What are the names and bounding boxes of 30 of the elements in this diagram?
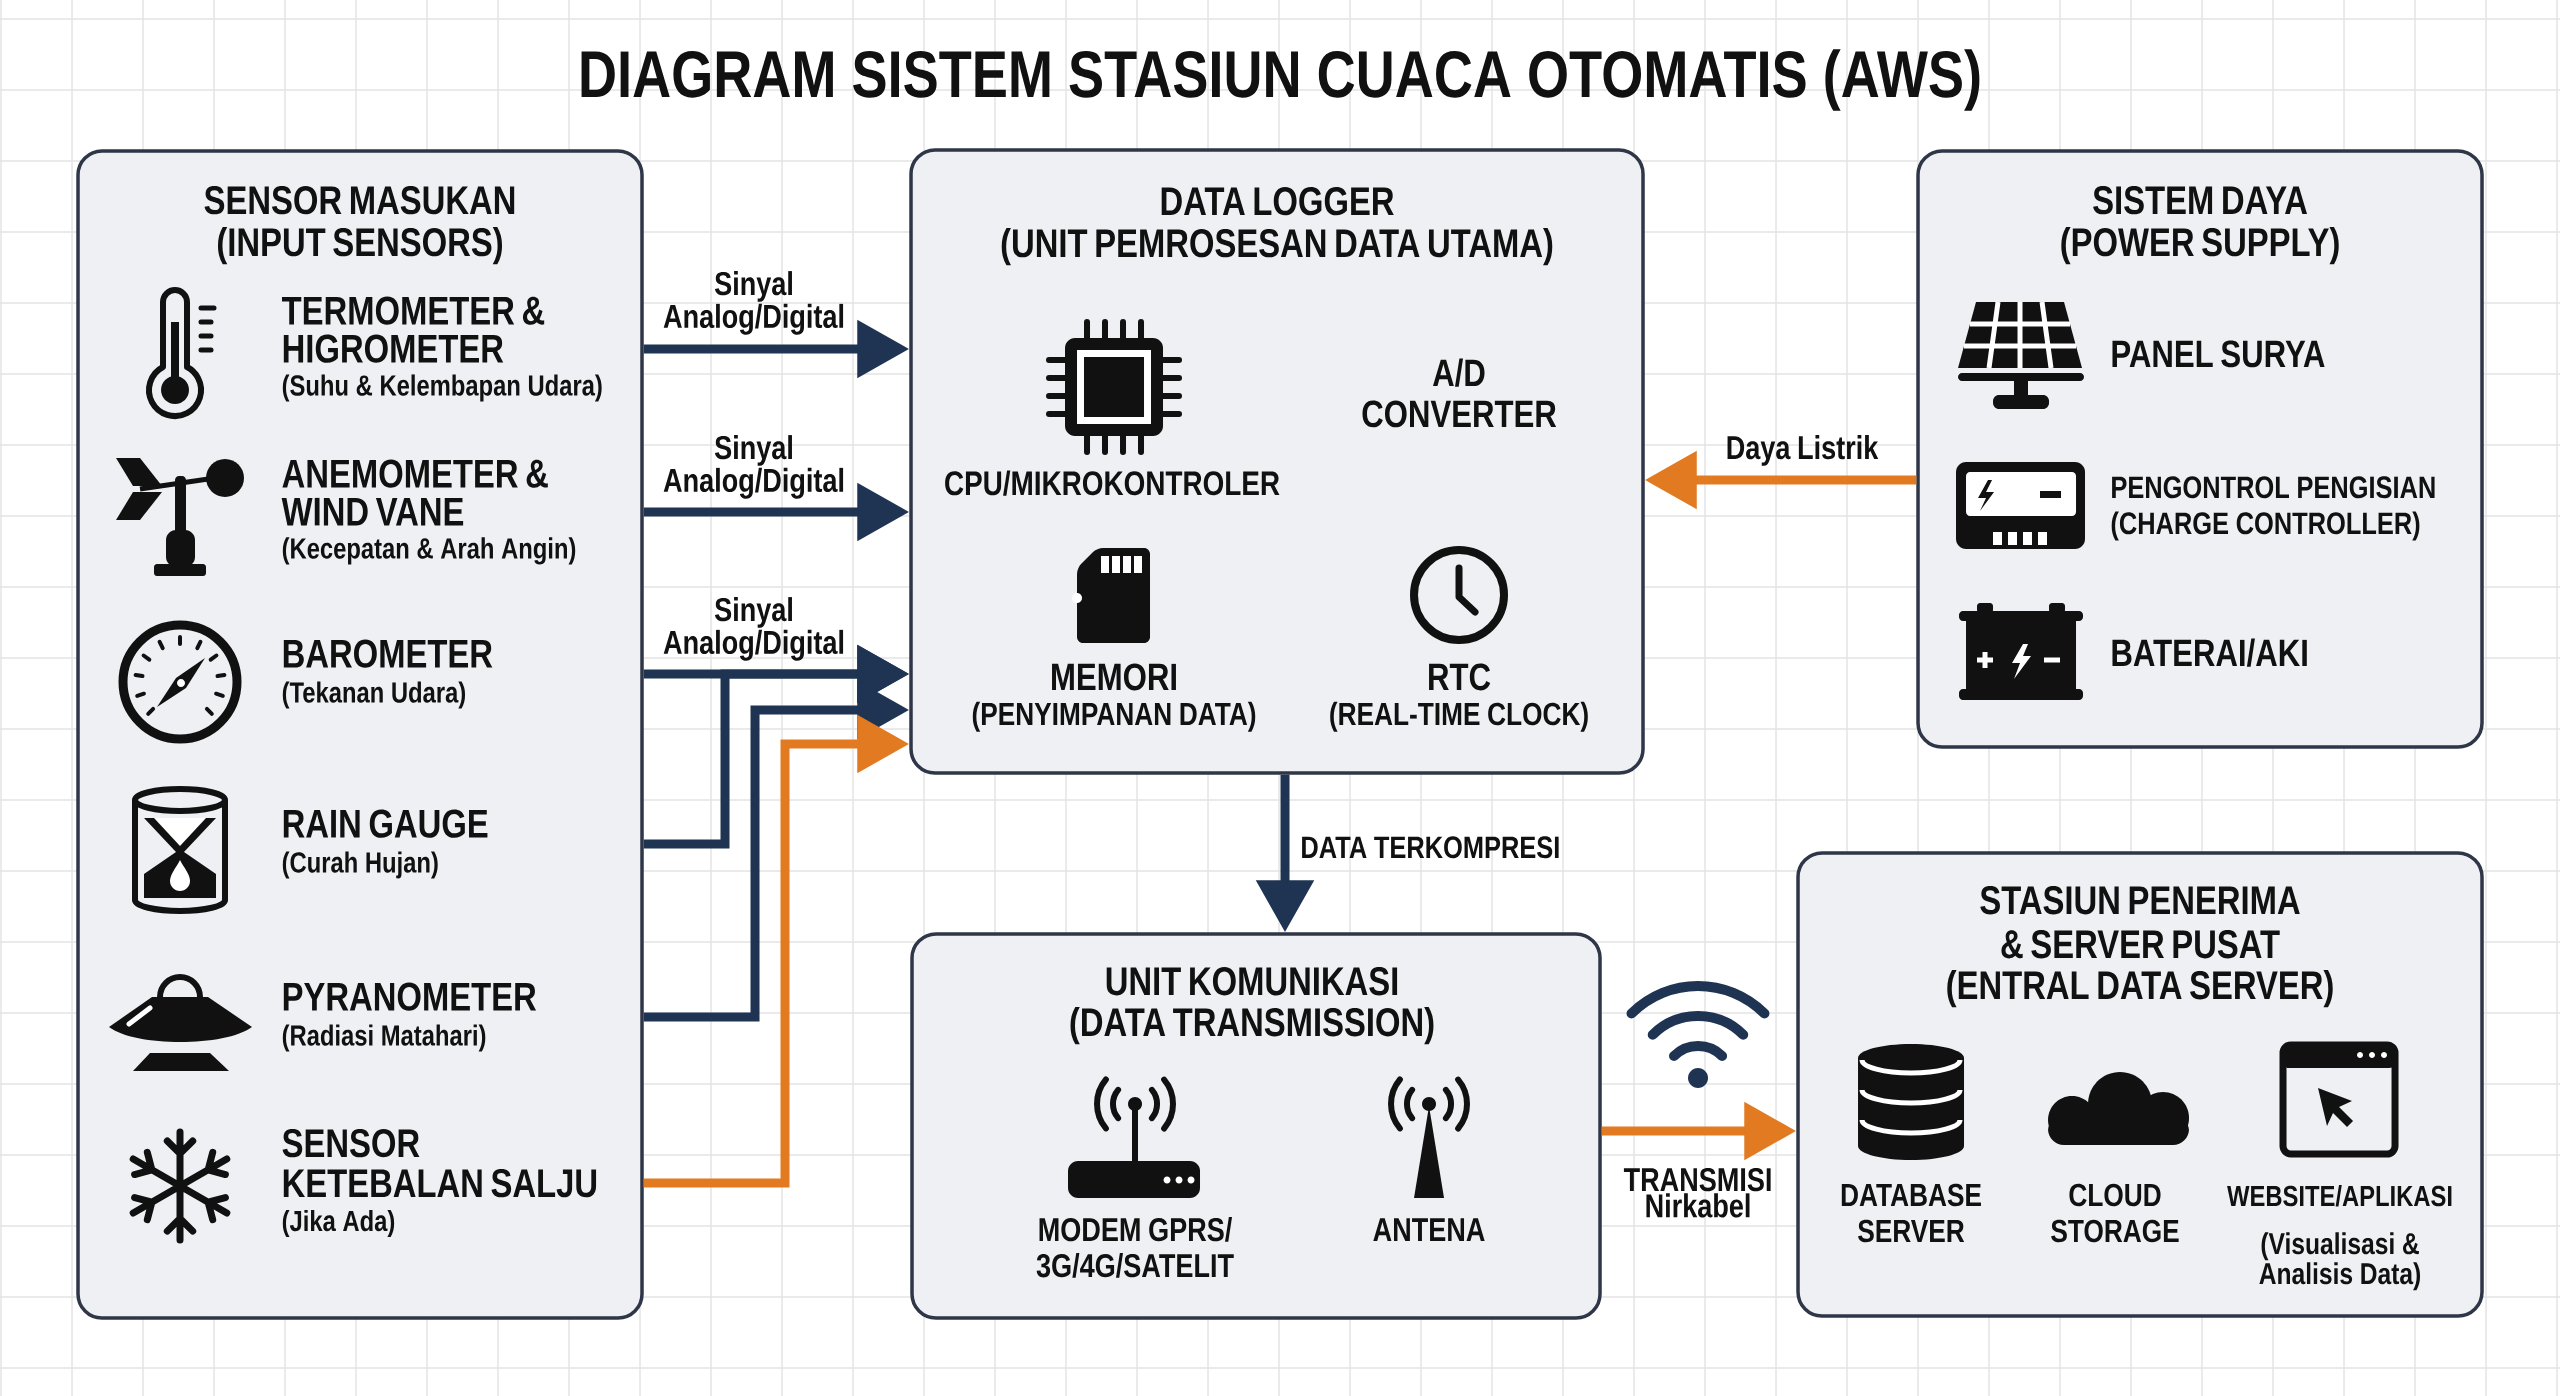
panel-heading: SISTEM DAYA (POWER SUPPLY) (2061, 186, 2339, 265)
component-label: MODEM GPRS/ 3G/4G/SATELIT (1036, 1217, 1234, 1278)
panel-heading: UNIT KOMUNIKASI (DATA TRANSMISSION) (1070, 967, 1434, 1045)
edge-label: DATA TERKOMPRESI (1302, 836, 1559, 859)
edge-label: Sinyal Analog/Digital (663, 435, 844, 499)
component-label: RTC (REAL-TIME CLOCK) (1330, 663, 1588, 732)
sensor-label: ANEMOMETER & WIND VANE (Kecepatan & Arah Angin) (281, 459, 576, 565)
edge-label: Sinyal Analog/Digital (663, 271, 844, 335)
sensor-label: PYRANOMETER (Radiasi Matahari) (282, 982, 537, 1052)
panel-heading: DATA LOGGER (UNIT PEMROSESAN DATA UTAMA) (1001, 187, 1553, 266)
sensor-label: BAROMETER (Tekanan Udara) (282, 639, 493, 709)
sensor-label: SENSOR KETEBALAN SALJU (Jika Ada) (282, 1129, 597, 1237)
component-label: DATABASE SERVER (1841, 1183, 1981, 1243)
component-label: CLOUD STORAGE (2051, 1183, 2179, 1243)
sensor-label: RAIN GAUGE (Curah Hujan) (282, 809, 488, 879)
sensor-label: TERMOMETER & HIGROMETER (Suhu & Kelembapan Udara) (282, 296, 602, 402)
component-label: WEBSITE/APLIKASI (Visualisasi & Analisis Data) (2227, 1185, 2452, 1291)
edge-label: TRANSMISI Nirkabel (1623, 1167, 1771, 1218)
component-label: BATERAI/AKI (2112, 638, 2307, 667)
component-label: CPU/MIKROKONTROLER (945, 470, 1280, 496)
component-label: PENGONTROL PENGISIAN (CHARGE CONTROLLER) (2111, 476, 2435, 541)
component-label: PANEL SURYA (2112, 340, 2325, 368)
edge-label: Daya Listrik (1727, 435, 1879, 466)
panel-heading: STASIUN PENERIMA & SERVER PUSAT (ENTRAL DATA SERVER) (1947, 886, 2333, 1008)
title: DIAGRAM SISTEM STASIUN CUACA OTOMATIS (AWS) (581, 49, 1980, 111)
component-label: MEMORI (PENYIMPANAN DATA) (972, 663, 1256, 732)
panel-heading: SENSOR MASUKAN (INPUT SENSORS) (204, 186, 515, 265)
edge-label: Sinyal Analog/Digital (663, 597, 844, 661)
component-label: ANTENA (1373, 1218, 1485, 1241)
component-label: A/D CONVERTER (1362, 358, 1557, 428)
